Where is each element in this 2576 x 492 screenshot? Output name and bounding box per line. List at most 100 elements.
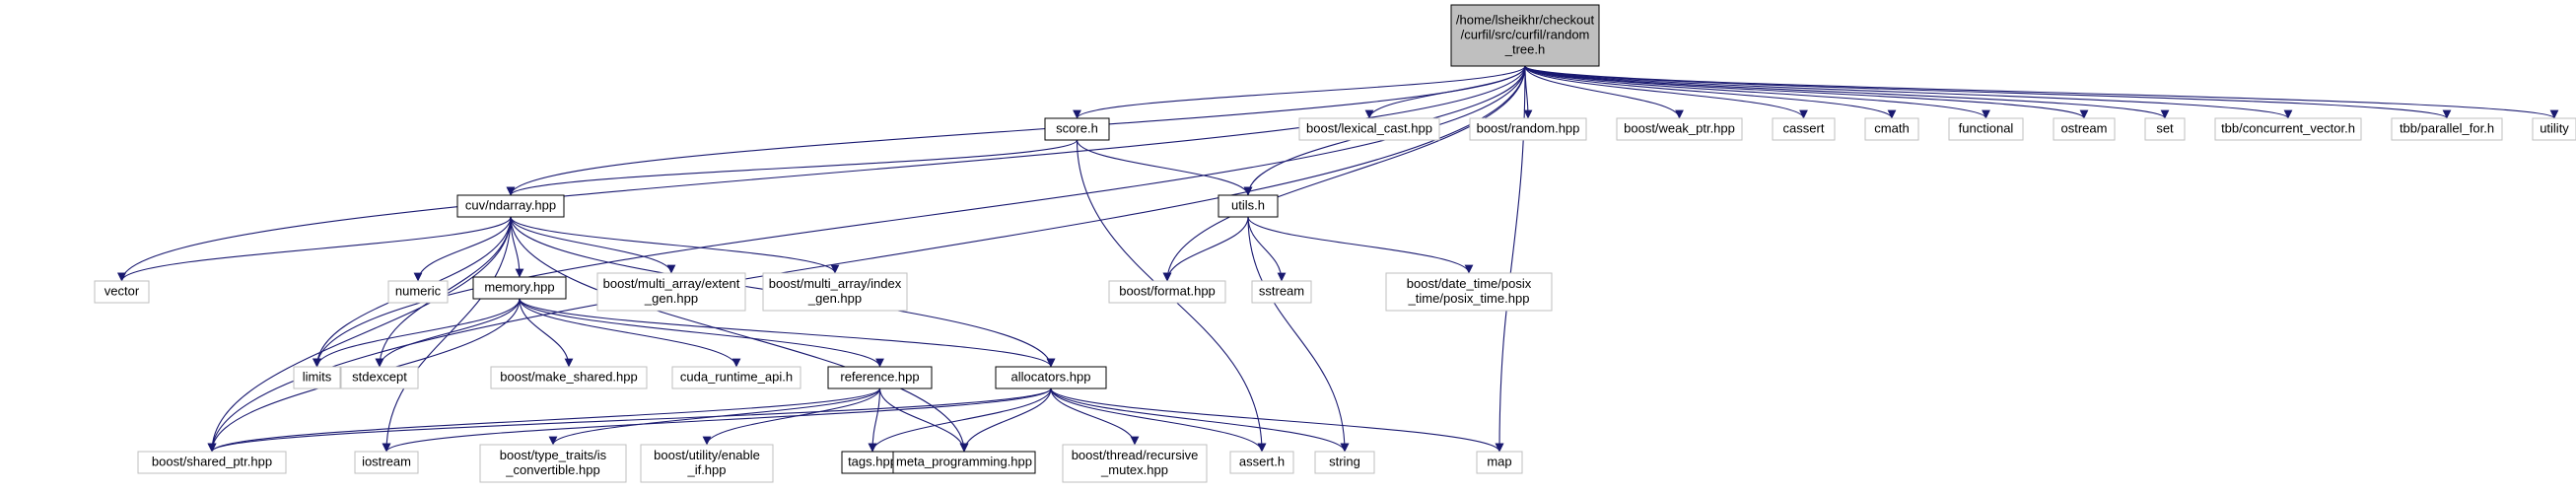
node-box <box>671 366 801 389</box>
node-tags[interactable]: tags.hpp <box>841 451 904 474</box>
node-label: utils.h <box>1231 198 1265 213</box>
edge-random-tree-to-cmath <box>1524 65 1897 119</box>
node-memory[interactable]: memory.hpp <box>472 276 567 300</box>
node-label: functional <box>1959 121 2014 136</box>
edge-random-tree-to-weak-ptr <box>1524 65 1684 119</box>
edge-cuv-ndarray-to-index-gen <box>510 216 840 274</box>
node-meta-programming[interactable]: meta_programming.hpp <box>892 451 1036 474</box>
node-string: string <box>1314 451 1375 474</box>
node-enable-if: boost/utility/enable_if.hpp <box>640 444 774 483</box>
node-label: set <box>2156 121 2174 136</box>
edge-score-to-utils <box>1076 139 1253 196</box>
node-score[interactable]: score.h <box>1044 117 1110 141</box>
edge-allocators-to-assert-h <box>1050 387 1267 453</box>
node-box <box>1469 117 1587 141</box>
node-assert-h: assert.h <box>1229 451 1294 474</box>
edge-memory-to-allocators <box>519 298 1056 368</box>
node-label: _tree.h <box>1504 42 1545 57</box>
node-label: ostream <box>2061 121 2108 136</box>
edge-random-tree-to-vector <box>117 65 1526 282</box>
edge-memory-to-stdexcept <box>375 298 521 368</box>
node-label: sstream <box>1259 284 1304 299</box>
node-recursive-mutex: boost/thread/recursive_mutex.hpp <box>1062 444 1208 483</box>
edge-cuv-ndarray-to-extent-gen <box>510 216 676 274</box>
node-box <box>2053 117 2116 141</box>
node-label: boost/lexical_cast.hpp <box>1306 121 1432 136</box>
node-box <box>640 444 774 483</box>
edge-random-tree-to-parallel-for <box>1524 65 2452 119</box>
node-label: vector <box>104 284 140 299</box>
node-reference[interactable]: reference.hpp <box>827 366 933 389</box>
node-box <box>1450 4 1600 67</box>
node-box <box>1229 451 1294 474</box>
node-label: boost/date_time/posix <box>1407 276 1532 291</box>
node-box <box>1218 194 1279 218</box>
node-random: boost/random.hpp <box>1469 117 1587 141</box>
node-box <box>1314 451 1375 474</box>
node-layer: /home/lsheikhr/checkout/curfil/src/curfi… <box>94 4 2576 483</box>
node-extent-gen: boost/multi_array/extent_gen.hpp <box>596 272 746 312</box>
edge-random-tree-to-utility <box>1524 65 2559 119</box>
edge-memory-to-limits <box>313 298 521 368</box>
node-lexical-cast: boost/lexical_cast.hpp <box>1298 117 1440 141</box>
node-box <box>1298 117 1440 141</box>
node-label: /curfil/src/curfil/random <box>1461 28 1590 42</box>
node-utils[interactable]: utils.h <box>1218 194 1279 218</box>
node-label: meta_programming.hpp <box>896 455 1032 469</box>
edge-random-tree-to-shared-ptr <box>207 65 1526 453</box>
node-box <box>892 451 1036 474</box>
node-box <box>340 366 419 389</box>
node-label: cuda_runtime_api.h <box>680 370 793 385</box>
node-numeric: numeric <box>387 280 449 304</box>
node-label: boost/random.hpp <box>1477 121 1580 136</box>
node-label: boost/shared_ptr.hpp <box>152 455 272 469</box>
node-label: map <box>1487 455 1511 469</box>
node-ostream: ostream <box>2053 117 2116 141</box>
node-label: string <box>1329 455 1360 469</box>
edge-allocators-to-map <box>1050 387 1504 453</box>
node-index-gen: boost/multi_array/index_gen.hpp <box>762 272 908 312</box>
node-cuv-ndarray[interactable]: cuv/ndarray.hpp <box>456 194 565 218</box>
node-label: /home/lsheikhr/checkout <box>1456 13 1595 28</box>
node-label: cuv/ndarray.hpp <box>465 198 556 213</box>
edge-random-tree-to-limits <box>313 65 1526 368</box>
node-is-convertible: boost/type_traits/is_convertible.hpp <box>479 444 627 483</box>
edge-memory-to-make-shared <box>519 298 574 368</box>
node-cassert: cassert <box>1772 117 1836 141</box>
edge-random-tree-to-score <box>1073 65 1526 119</box>
node-label: memory.hpp <box>484 280 554 295</box>
node-box <box>1251 280 1312 304</box>
node-stdexcept: stdexcept <box>340 366 419 389</box>
node-cmath: cmath <box>1864 117 1919 141</box>
node-box <box>1108 280 1226 304</box>
node-label: assert.h <box>1239 455 1285 469</box>
edge-random-tree-to-lexical-cast <box>1364 65 1526 119</box>
node-cuda-runtime-api: cuda_runtime_api.h <box>671 366 801 389</box>
edge-allocators-to-shared-ptr <box>207 387 1052 453</box>
node-box <box>1476 451 1523 474</box>
edge-reference-to-enable-if <box>702 387 881 446</box>
node-label: boost/weak_ptr.hpp <box>1624 121 1735 136</box>
edge-allocators-to-iostream <box>382 387 1052 453</box>
node-label: tbb/concurrent_vector.h <box>2221 121 2355 136</box>
node-box <box>354 451 419 474</box>
node-label: utility <box>2540 121 2569 136</box>
edge-utils-to-posix-time <box>1247 216 1474 274</box>
node-set: set <box>2144 117 2186 141</box>
node-allocators[interactable]: allocators.hpp <box>995 366 1107 389</box>
edge-layer <box>117 65 2559 453</box>
node-box <box>490 366 648 389</box>
edge-allocators-to-string <box>1050 387 1350 453</box>
node-box <box>1864 117 1919 141</box>
node-random-tree[interactable]: /home/lsheikhr/checkout/curfil/src/curfi… <box>1450 4 1600 67</box>
node-box <box>94 280 150 304</box>
node-box <box>1385 272 1553 312</box>
edge-memory-to-reference <box>519 298 884 368</box>
node-box <box>2391 117 2503 141</box>
node-box <box>827 366 933 389</box>
node-box <box>293 366 341 389</box>
edge-allocators-to-meta-programming <box>959 387 1052 453</box>
node-label: reference.hpp <box>840 370 919 385</box>
node-parallel-for: tbb/parallel_for.h <box>2391 117 2503 141</box>
